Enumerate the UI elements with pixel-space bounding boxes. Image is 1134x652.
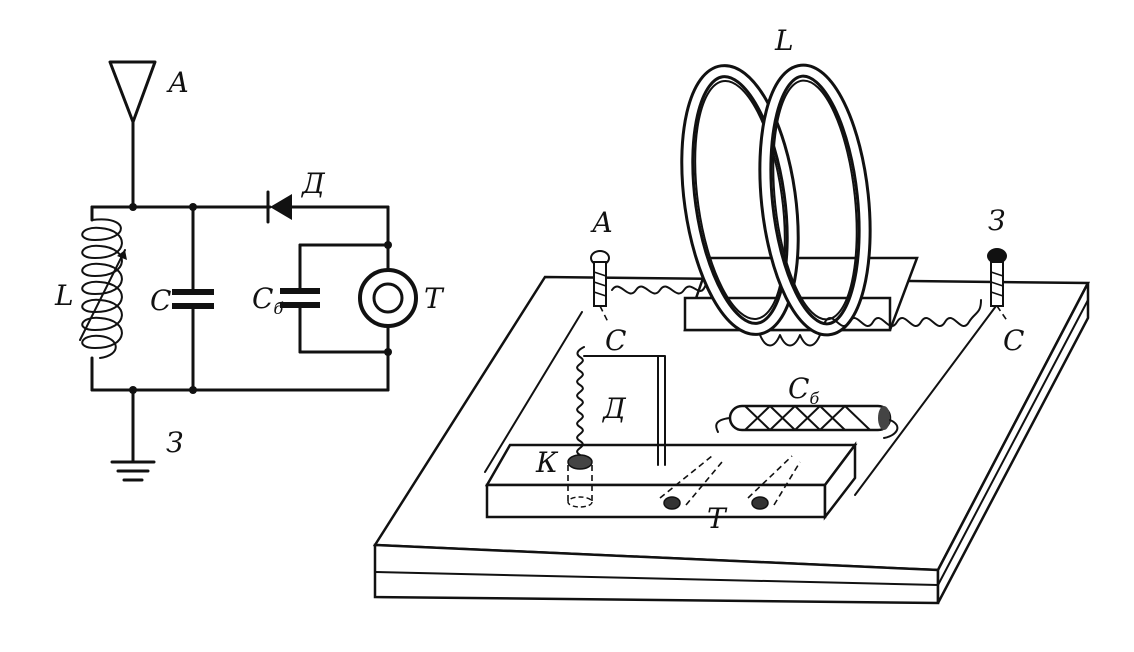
- tuning-capacitor-symbol: [172, 205, 214, 392]
- detector-diode-symbol: [266, 190, 292, 224]
- inductor-label: L: [54, 279, 74, 312]
- phones-label: Т: [424, 282, 445, 315]
- blocking-capacitor: [715, 404, 899, 439]
- antenna-symbol: [108, 60, 157, 209]
- ground-symbol: [110, 388, 156, 482]
- antenna-terminal-label: А: [590, 206, 613, 239]
- circuit-schematic: А Д L C: [54, 60, 445, 482]
- blocking-cap-label: Cб: [252, 282, 283, 318]
- blocking-capacitor-symbol: [280, 243, 320, 354]
- assembly-drawing: L А З C C: [372, 24, 1091, 605]
- phones-label: Т: [707, 502, 728, 535]
- cap-right-label: C: [1003, 324, 1024, 357]
- crystal-label: К: [535, 446, 559, 479]
- detector-label: Д: [601, 392, 627, 425]
- antenna-label: А: [166, 66, 189, 99]
- ground-label: З: [166, 426, 183, 459]
- cap-left-label: C: [605, 324, 626, 357]
- coil-lead-right: [824, 299, 982, 327]
- detector-whisker: [576, 346, 666, 466]
- inductor-coil: [680, 63, 872, 337]
- antenna-terminal: [590, 250, 610, 307]
- variable-inductor-symbol: [79, 205, 127, 392]
- detector-label: Д: [300, 167, 326, 200]
- coil-lead-left: [611, 283, 707, 295]
- ground-terminal: [987, 248, 1007, 307]
- coil-label: L: [774, 24, 794, 57]
- coil-lead-bottom: [759, 334, 821, 347]
- capacitor-label: C: [150, 284, 171, 317]
- ground-terminal-label: З: [988, 204, 1005, 237]
- blocking-cap-label: Cб: [788, 372, 819, 408]
- headphones-symbol: [298, 241, 418, 392]
